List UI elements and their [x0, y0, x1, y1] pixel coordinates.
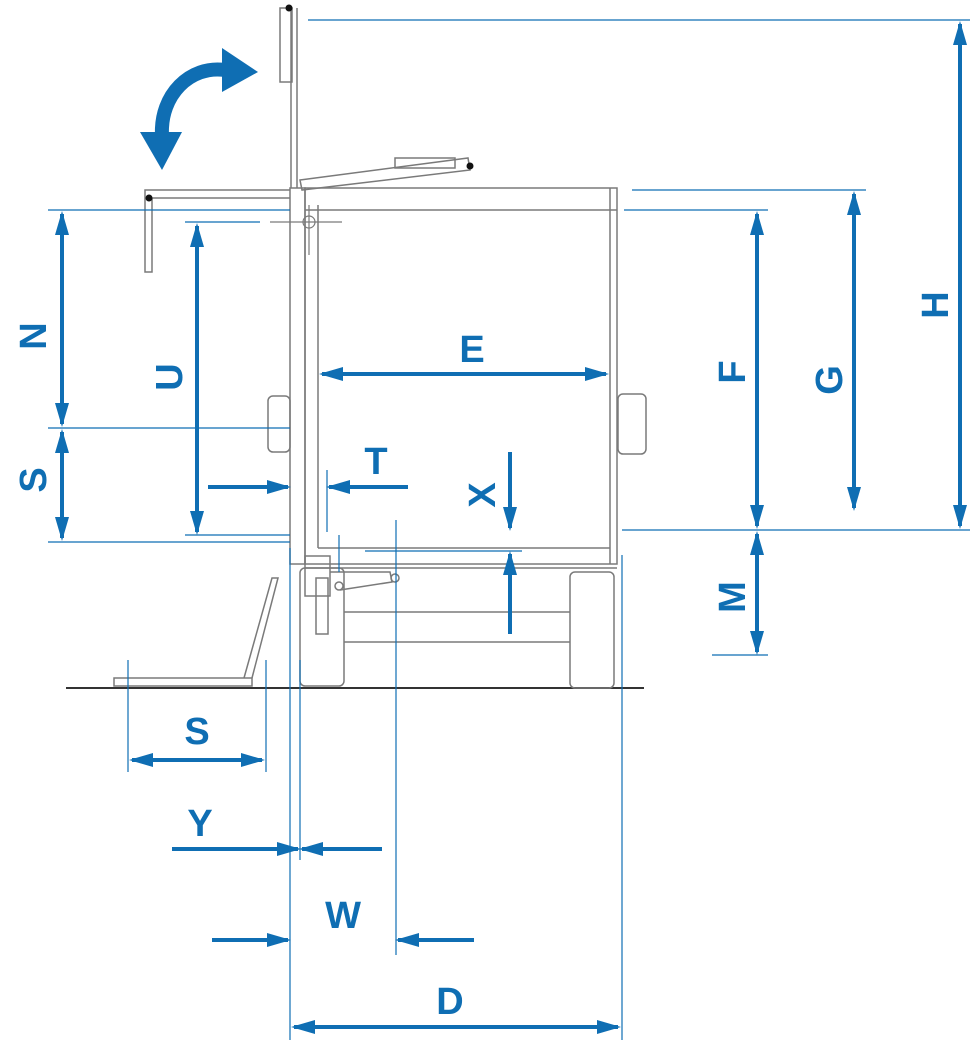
platform-stowed [289, 187, 306, 565]
label-M: M [712, 581, 754, 613]
dimension-arrows [55, 21, 967, 1034]
right-side-light [617, 393, 647, 455]
label-X: X [462, 482, 504, 508]
linkage-pivot-1 [334, 581, 344, 591]
pivot-point-icon [145, 4, 474, 202]
vehicle-drawing [66, 7, 647, 689]
label-F: F [712, 360, 754, 383]
lift-arm-block [304, 555, 331, 597]
platform-lowered [113, 677, 253, 687]
platform-tilted [299, 157, 471, 191]
front-wheel [569, 571, 615, 689]
label-E: E [459, 329, 484, 371]
extension-lines [48, 19, 970, 1040]
label-Y: Y [187, 803, 212, 845]
platform-raised [279, 7, 293, 83]
label-U: U [149, 363, 191, 390]
crosshair-icon [270, 205, 342, 255]
label-H: H [915, 291, 957, 318]
platform-folded-left [144, 189, 290, 273]
ramp-side [243, 577, 279, 679]
label-T: T [364, 441, 387, 483]
label-S-bottom: S [184, 711, 209, 753]
rear-wheel [299, 567, 345, 687]
label-D: D [436, 981, 463, 1023]
linkage-pivot-2 [390, 573, 400, 583]
label-S-vertical: S [13, 467, 55, 492]
lift-arm-post [315, 577, 329, 635]
platform-tilted-block [394, 157, 456, 169]
label-W: W [325, 895, 361, 937]
lift-linkage [330, 571, 393, 591]
label-G: G [809, 365, 851, 395]
curved-arrow-icon [140, 48, 258, 170]
left-side-light [267, 395, 291, 453]
label-N: N [13, 322, 55, 349]
